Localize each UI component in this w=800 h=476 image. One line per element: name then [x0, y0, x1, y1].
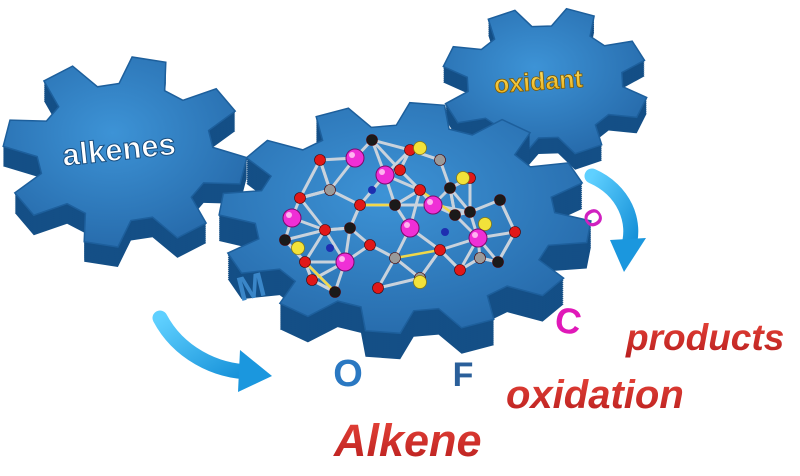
- atom: [299, 256, 311, 268]
- oxidant-label: oxidant: [493, 65, 584, 99]
- metal-node-highlight: [339, 256, 345, 262]
- atom: [366, 134, 378, 146]
- atom: [306, 274, 318, 286]
- metal-node: [400, 218, 420, 238]
- atom: [372, 282, 384, 294]
- atom: [494, 194, 506, 206]
- atom: [294, 192, 306, 204]
- nitrogen-atom: [326, 244, 334, 252]
- metal-node: [423, 195, 443, 215]
- cycle-letter-o: O: [333, 353, 363, 395]
- metal-node: [375, 165, 395, 185]
- metal-node-highlight: [404, 222, 410, 228]
- gear-face: [2, 56, 248, 248]
- atom: [279, 234, 291, 246]
- bond: [377, 276, 421, 290]
- products-text: products: [625, 317, 784, 358]
- sulfur-atom: [413, 275, 427, 289]
- sulfur-atom: [413, 141, 427, 155]
- sulfur-atom: [478, 217, 492, 231]
- nitrogen-atom: [368, 186, 376, 194]
- atom: [394, 164, 406, 176]
- atom: [464, 206, 476, 218]
- metal-node: [335, 252, 355, 272]
- metal-node: [282, 208, 302, 228]
- bond: [298, 159, 322, 199]
- metal-node-highlight: [349, 152, 355, 158]
- bond-highlight: [394, 248, 441, 260]
- atom: [329, 286, 341, 298]
- atom: [492, 256, 504, 268]
- bond: [303, 229, 327, 263]
- atom: [444, 182, 456, 194]
- atom: [354, 199, 366, 211]
- bond: [298, 197, 327, 231]
- metal-node-highlight: [427, 199, 433, 205]
- atom: [449, 209, 461, 221]
- bond: [498, 199, 517, 233]
- metal-node: [345, 148, 365, 168]
- metal-node-highlight: [472, 232, 478, 238]
- atom: [474, 252, 486, 264]
- alkene-text: Alkene: [333, 415, 482, 466]
- atom: [389, 199, 401, 211]
- bond-highlight: [304, 261, 336, 293]
- atom: [454, 264, 466, 276]
- metal-node: [468, 228, 488, 248]
- atom: [314, 154, 326, 166]
- cycle-letter-f: F: [453, 356, 474, 394]
- nitrogen-atom: [441, 228, 449, 236]
- bond: [284, 228, 326, 242]
- atom: [434, 154, 446, 166]
- atom: [344, 222, 356, 234]
- metal-node-highlight: [286, 212, 292, 218]
- atom: [324, 184, 336, 196]
- atom: [509, 226, 521, 238]
- metal-node-highlight: [379, 169, 385, 175]
- arrow-left-icon: [152, 310, 272, 392]
- atom: [434, 244, 446, 256]
- sulfur-atom: [456, 171, 470, 185]
- oxidation-text: oxidation: [506, 373, 684, 417]
- mof-framework-structure: [279, 134, 521, 298]
- arrow-right-icon: [584, 168, 646, 272]
- atom: [364, 239, 376, 251]
- gear-face: [442, 7, 648, 157]
- atom: [319, 224, 331, 236]
- atom: [414, 184, 426, 196]
- sulfur-atom: [291, 241, 305, 255]
- alkenes-gear: [2, 56, 248, 267]
- atom: [389, 252, 401, 264]
- bond: [371, 138, 411, 152]
